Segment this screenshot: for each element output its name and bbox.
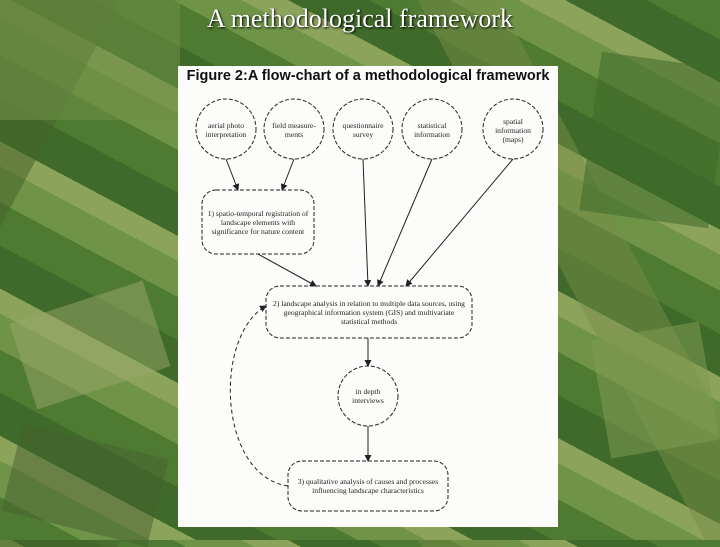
aerial-field bbox=[579, 52, 720, 229]
source-label-spatial: spatial information (maps) bbox=[487, 112, 539, 148]
arrow bbox=[378, 159, 432, 286]
aerial-field bbox=[1, 423, 168, 547]
aerial-field bbox=[10, 281, 171, 410]
step1-text: 1) spatio-temporal registration of lands… bbox=[206, 194, 310, 250]
source-label-field: field measure-ments bbox=[268, 116, 320, 144]
arrow bbox=[363, 159, 368, 286]
slide-title: A methodological framework bbox=[0, 4, 720, 34]
source-label-aerial: aerial photo interpretation bbox=[200, 116, 252, 144]
interviews-text: in depth interviews bbox=[344, 384, 392, 408]
aerial-field bbox=[590, 321, 719, 458]
step2-text: 2) landscape analysis in relation to mul… bbox=[272, 290, 466, 334]
source-label-statistical: statistical information bbox=[406, 116, 458, 144]
arrow bbox=[282, 159, 294, 190]
arrow bbox=[406, 159, 513, 286]
step3-text: 3) qualitative analysis of causes and pr… bbox=[294, 465, 442, 507]
figure-panel: Figure 2:A flow-chart of a methodologica… bbox=[178, 66, 558, 527]
arrow bbox=[258, 254, 316, 286]
source-label-questionnaire: questionnaire survey bbox=[337, 116, 389, 144]
arrow bbox=[226, 159, 238, 190]
